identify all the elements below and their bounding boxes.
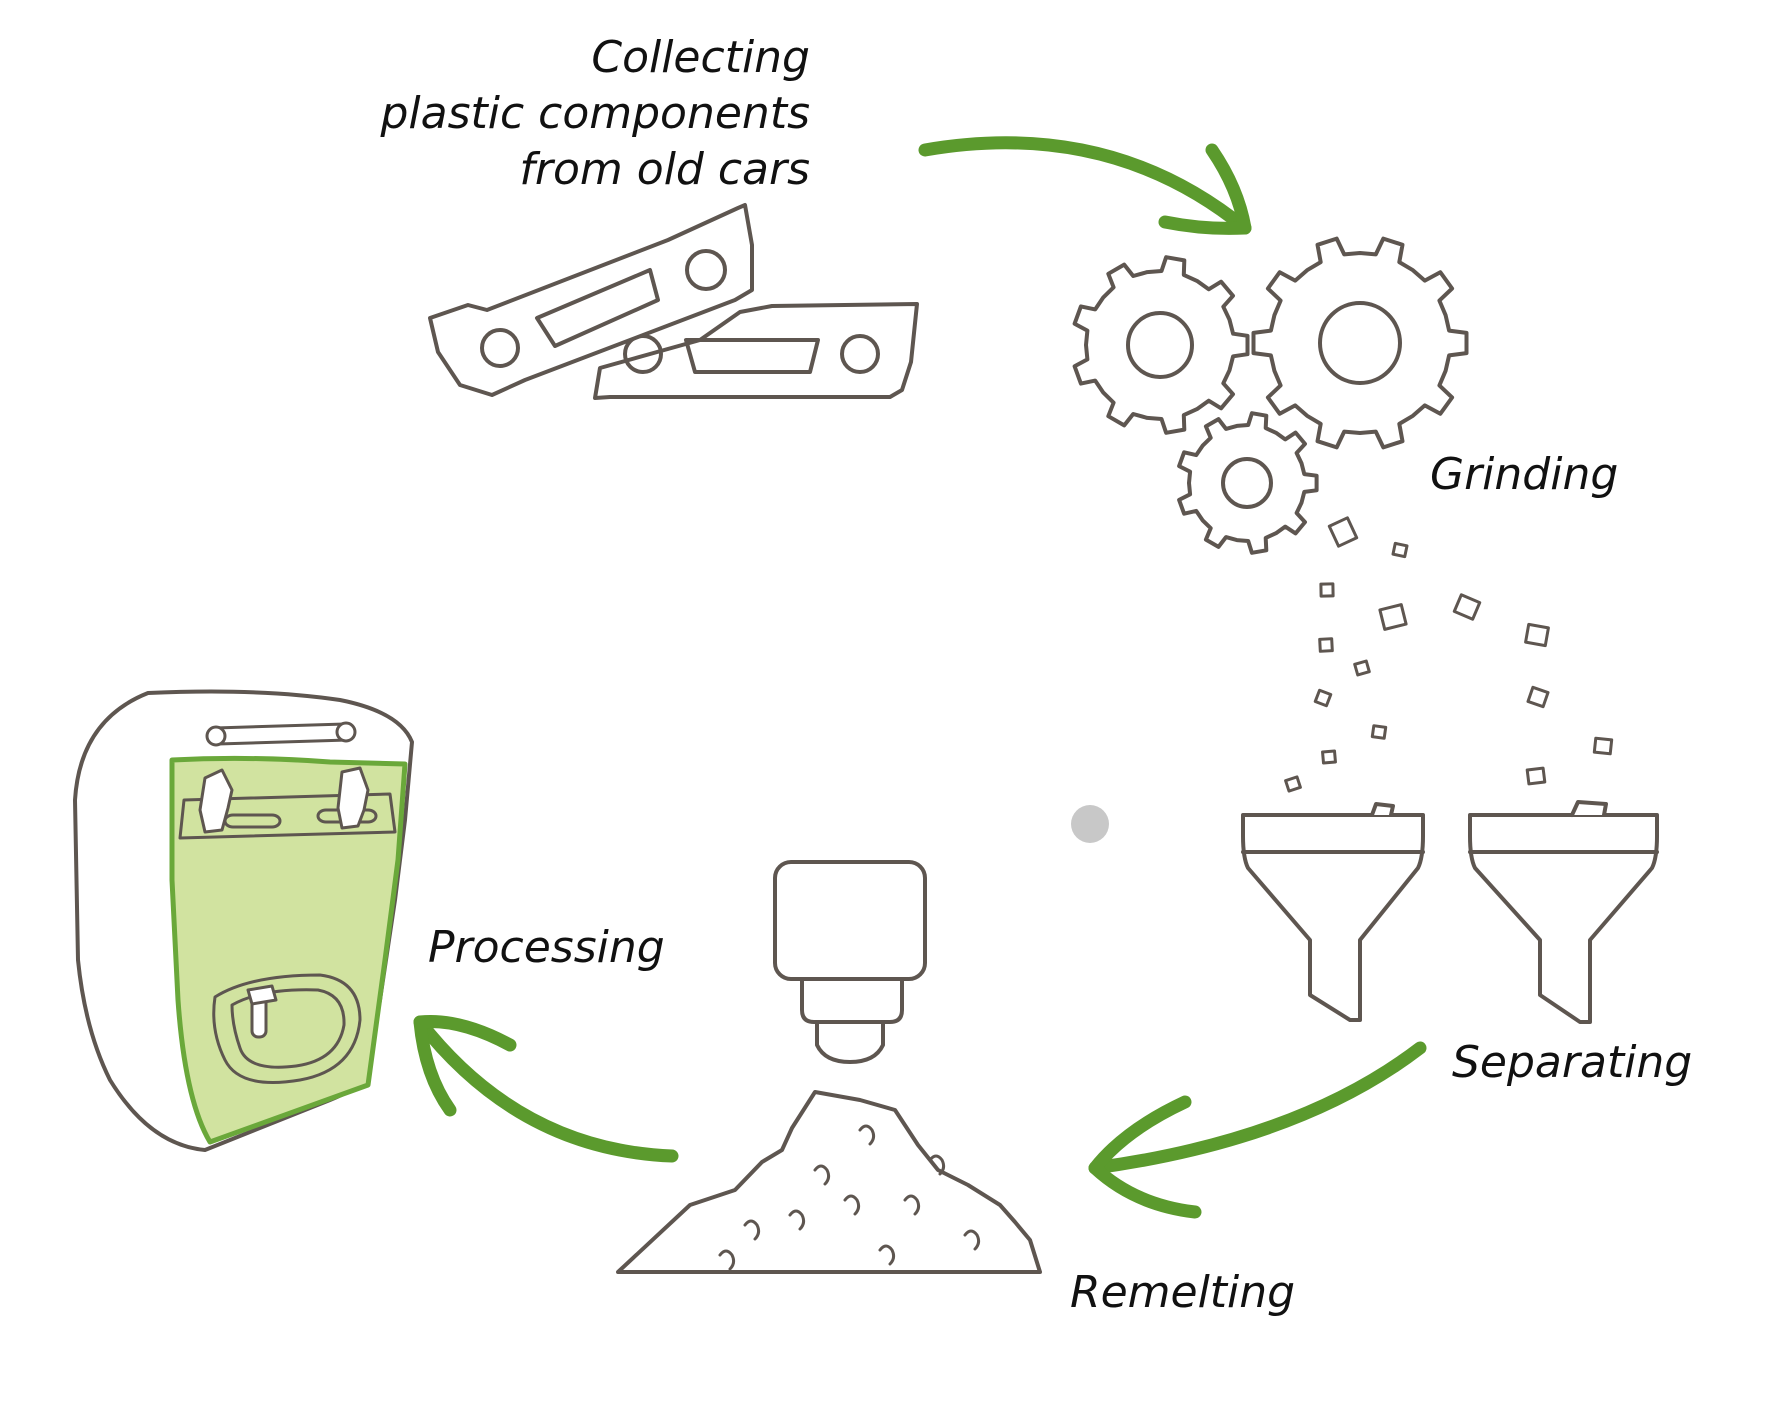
flake (1318, 637, 1334, 653)
gear-hub (1318, 301, 1402, 385)
granulate-pile-icon (616, 1090, 1042, 1274)
plastic-flakes-icon (1284, 516, 1614, 793)
step-remelting-label: Remelting (1070, 1267, 1296, 1318)
step-separating-label: Separating (1452, 1037, 1693, 1088)
granule (963, 1229, 981, 1251)
step-collecting-label: Collecting plastic components from old c… (300, 30, 810, 198)
collecting-line-2: plastic components (380, 88, 810, 139)
granule (743, 1219, 761, 1241)
gear-shape (1251, 236, 1469, 450)
arrow-collect-to-grind (918, 136, 1252, 235)
funnel-icon (1241, 802, 1425, 1022)
granule (928, 1154, 946, 1176)
granule (788, 1209, 806, 1231)
gear-hub (1221, 457, 1273, 509)
gear-hub (1126, 311, 1194, 379)
granule (843, 1194, 861, 1216)
granule (858, 1124, 876, 1146)
collecting-line-1: Collecting (591, 32, 810, 83)
granule (903, 1194, 921, 1216)
center-dot (1071, 805, 1109, 843)
gears-icon (1072, 236, 1469, 555)
flake (1452, 593, 1482, 621)
flake (1525, 766, 1547, 786)
extruder-icon (773, 860, 927, 1064)
gear-shape (1177, 411, 1319, 555)
funnel-icon (1468, 800, 1659, 1024)
flake (1353, 659, 1371, 677)
step-processing-label: Processing (428, 922, 665, 973)
flake (1526, 685, 1550, 709)
granule (878, 1244, 896, 1266)
gear-shape (1072, 255, 1250, 435)
car-door-panel-icon (73, 689, 414, 1152)
flake (1313, 688, 1333, 708)
granule (718, 1249, 736, 1271)
flake (1378, 603, 1408, 631)
step-grinding-label: Grinding (1430, 449, 1619, 500)
flake (1592, 736, 1614, 756)
flake (1327, 516, 1359, 548)
flake (1319, 582, 1335, 598)
flake (1391, 541, 1409, 559)
arrow-remelt-to-process (413, 1015, 679, 1163)
granule (813, 1164, 831, 1186)
flake (1524, 622, 1550, 648)
collecting-line-3: from old cars (519, 144, 810, 195)
bumper-icon (428, 203, 919, 400)
flake (1284, 775, 1302, 793)
arrow-separate-to-remelt (1088, 1041, 1427, 1219)
flake (1370, 724, 1388, 740)
flake (1321, 749, 1337, 765)
